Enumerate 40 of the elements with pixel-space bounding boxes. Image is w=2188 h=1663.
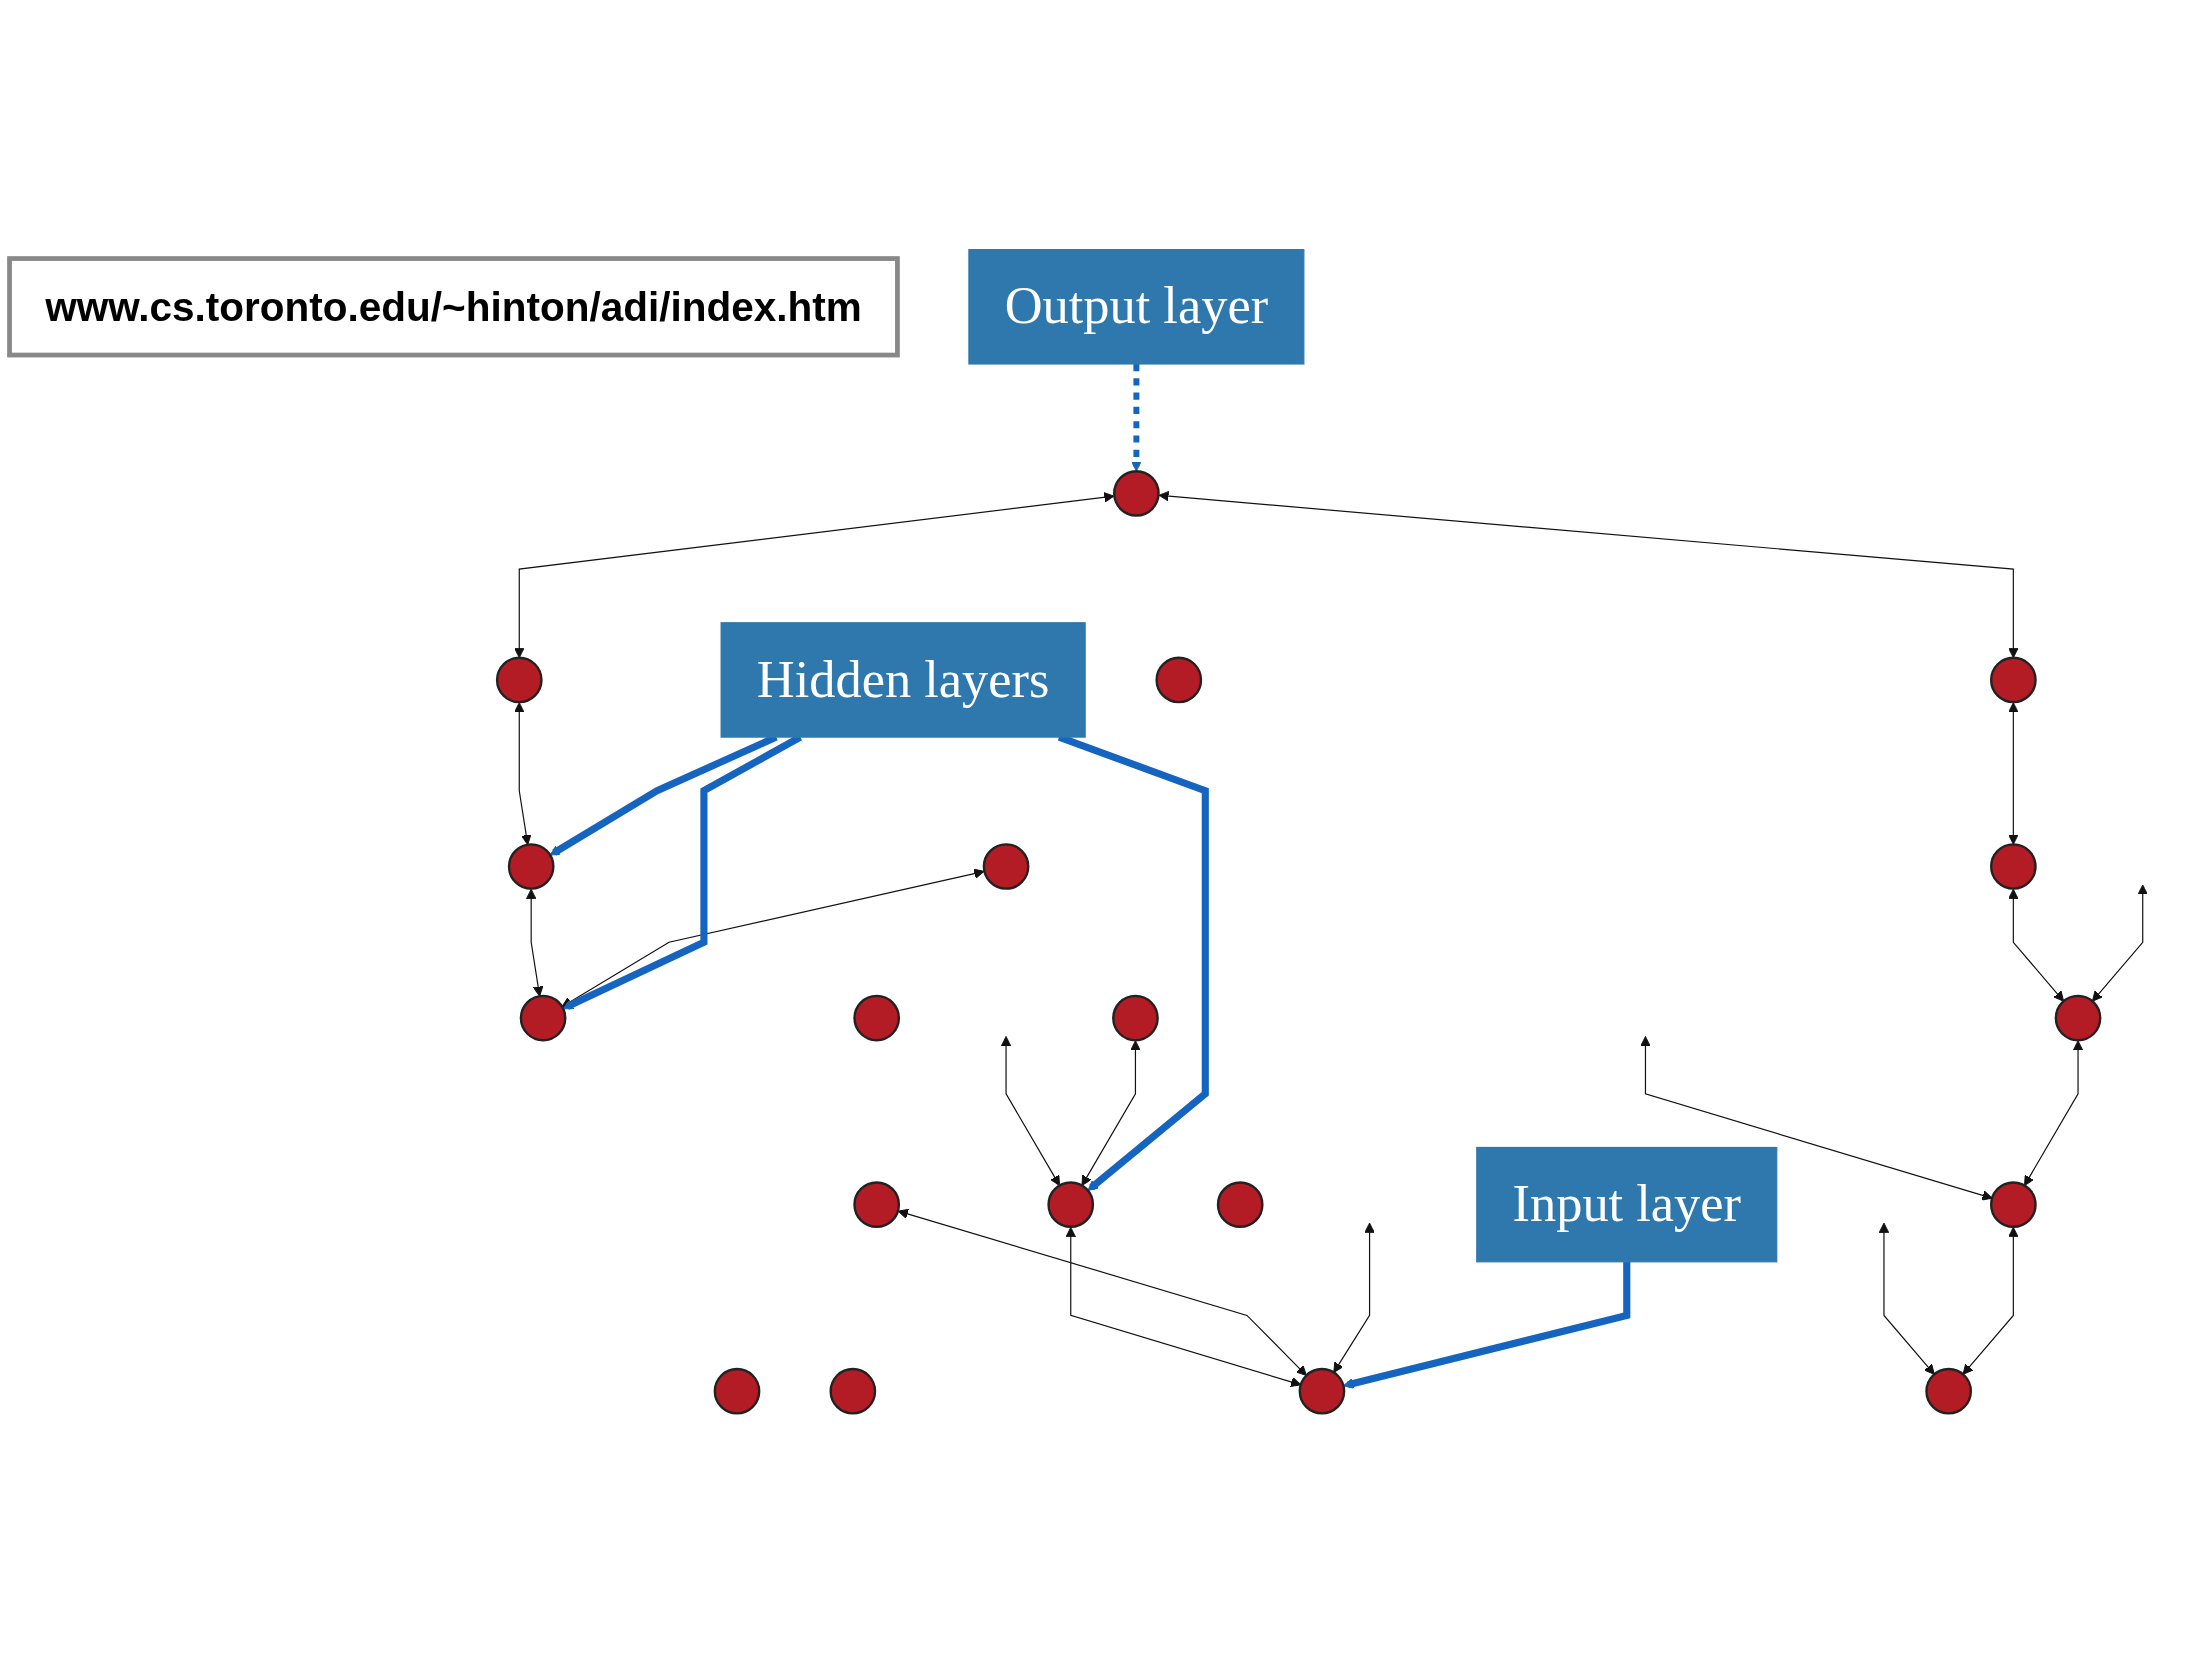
node-box: Output layer: [968, 249, 1305, 365]
node-circle: [1925, 1367, 1972, 1415]
arrow: [1065, 1226, 1302, 1388]
node-box: Hidden layers: [720, 622, 1086, 738]
node-circle: [829, 1367, 877, 1415]
node-circle: [1112, 994, 1159, 1042]
arrow: [2091, 884, 2148, 1002]
node-circle: [1216, 1181, 1264, 1228]
node-circle: [1047, 1181, 1095, 1228]
node-circle: [1113, 470, 1160, 517]
arrow: [561, 868, 985, 1008]
node-circle: [495, 656, 543, 704]
node-circle: [713, 1367, 761, 1415]
node-circle: [507, 843, 555, 890]
arrow: [897, 1208, 1307, 1376]
arrow: [1962, 1226, 2019, 1375]
arrow: [2024, 1040, 2084, 1186]
node-circle: [853, 1181, 901, 1228]
arrow: [525, 888, 544, 997]
node-circle: [1990, 843, 2037, 890]
arrow: [1000, 1035, 1061, 1186]
node-circle: [519, 994, 567, 1042]
arrow: [1131, 364, 1142, 472]
node-circle: [1298, 1367, 1346, 1415]
node-circle: [853, 994, 901, 1042]
arrow: [1640, 1035, 1993, 1201]
node-circle: [982, 843, 1030, 890]
node-circle: [1990, 1181, 2037, 1228]
arrow: [2008, 888, 2065, 1002]
arrow: [1343, 1261, 1631, 1389]
arrow: [1081, 1040, 1141, 1186]
node-box: www.cs.toronto.edu/~hinton/adi/index.htm: [7, 256, 900, 358]
arrow: [1333, 1222, 1375, 1373]
arrow: [514, 702, 532, 846]
arrow: [1878, 1222, 1935, 1375]
node-circle: [2054, 994, 2102, 1042]
node-circle: [1155, 656, 1203, 704]
node-box: Input layer: [1476, 1146, 1778, 1263]
node-circle: [1990, 656, 2037, 704]
arrow: [2008, 702, 2019, 845]
